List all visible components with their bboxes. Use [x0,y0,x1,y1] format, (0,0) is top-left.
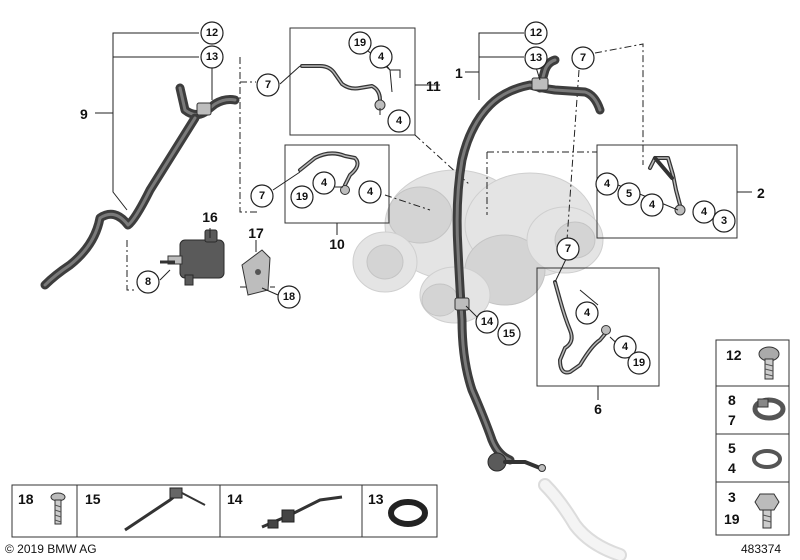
pipe-6 [553,280,611,375]
callout-7-upper-left: 7 [256,73,280,97]
side-legend: 12 8 7 5 4 3 19 [715,339,790,536]
svg-text:14: 14 [481,316,494,328]
svg-text:15: 15 [503,328,515,340]
diagram-number: 483374 [741,542,781,556]
label-1: 1 [455,65,463,81]
side-legend-3: 3 [728,489,736,505]
label-17: 17 [248,225,264,241]
side-legend-4: 4 [728,460,736,476]
svg-text:7: 7 [565,243,571,255]
pipe-2 [648,156,686,216]
copyright-text: © 2019 BMW AG [5,542,97,556]
seal-ring-5-4-icon [752,449,782,469]
svg-text:4: 4 [649,199,656,211]
svg-text:4: 4 [367,186,374,198]
svg-text:8: 8 [145,276,151,288]
solenoid-valve-16 [167,229,225,286]
callout-7-group-6: 7 [556,237,580,261]
callout-12-upper-right: 12 [524,21,548,45]
callout-3-group-2: 3 [712,209,736,233]
label-9: 9 [80,106,88,122]
svg-text:4: 4 [584,307,591,319]
svg-text:4: 4 [604,178,611,190]
svg-text:4: 4 [378,51,385,63]
svg-text:12: 12 [206,27,218,39]
callout-4-group-10-a: 4 [312,171,336,195]
cable-tie-14-icon [261,495,343,529]
callout-19-group-6: 19 [627,351,651,375]
callout-4-group-11-a: 4 [369,45,393,69]
callout-8: 8 [136,270,160,294]
side-legend-7: 7 [728,412,736,428]
callout-15: 15 [497,322,521,346]
svg-text:13: 13 [530,52,542,64]
pipe-11 [300,64,386,111]
svg-text:4: 4 [396,115,403,127]
svg-text:19: 19 [633,357,645,369]
callout-13-upper-left: 13 [200,45,224,69]
callout-14: 14 [475,310,499,334]
cable-tie-15-icon [124,487,206,532]
svg-text:7: 7 [259,190,265,202]
label-10: 10 [329,236,345,252]
svg-text:12: 12 [530,27,542,39]
banjo-bolt-3-19-icon [754,493,780,529]
side-legend-12: 12 [726,347,742,363]
label-6: 6 [594,401,602,417]
callout-4-group-6-b: 4 [613,335,637,359]
bottom-legend: 18 15 14 13 [11,484,438,538]
bolt-12-icon [758,346,780,380]
callout-13-upper-right: 13 [524,46,548,70]
screw-18-icon [50,492,66,525]
legend-label-14: 14 [227,491,243,507]
svg-text:19: 19 [354,37,366,49]
callout-19-group-10: 19 [290,185,314,209]
clamp-8-7-icon [752,397,786,421]
hose-9 [40,83,240,290]
svg-text:4: 4 [321,177,328,189]
svg-text:19: 19 [296,191,308,203]
callout-12-upper-left: 12 [200,21,224,45]
side-legend-8: 8 [728,392,736,408]
callout-4-group-2-a: 4 [595,172,619,196]
callout-5-group-2: 5 [617,182,641,206]
callout-4-group-6-a: 4 [575,301,599,325]
callout-18: 18 [277,285,301,309]
svg-text:7: 7 [265,79,271,91]
callout-4-group-11-b: 4 [387,109,411,133]
svg-text:3: 3 [721,215,727,227]
svg-text:5: 5 [626,188,632,200]
callout-4-group-2-b: 4 [640,193,664,217]
label-2: 2 [757,185,765,201]
svg-text:18: 18 [283,291,295,303]
callout-7-upper-right: 7 [571,46,595,70]
bracket-17 [241,249,271,296]
group-box-11 [289,27,416,136]
side-legend-19: 19 [724,511,740,527]
callout-19-group-11: 19 [348,31,372,55]
side-legend-5: 5 [728,440,736,456]
label-11: 11 [426,78,441,94]
callout-7-group-10: 7 [250,184,274,208]
o-ring-13-icon [388,499,428,527]
label-16: 16 [202,209,218,225]
callout-4-group-2-c: 4 [692,200,716,224]
svg-text:7: 7 [580,52,586,64]
legend-label-15: 15 [85,491,101,507]
legend-label-18: 18 [18,491,34,507]
svg-text:4: 4 [622,341,629,353]
callout-4-group-10-b: 4 [358,180,382,204]
legend-label-13: 13 [368,491,384,507]
turbocharger-ghost [352,169,627,560]
hose-1 [452,55,605,472]
svg-text:4: 4 [701,206,708,218]
svg-text:13: 13 [206,51,218,63]
pipe-10 [298,151,360,195]
